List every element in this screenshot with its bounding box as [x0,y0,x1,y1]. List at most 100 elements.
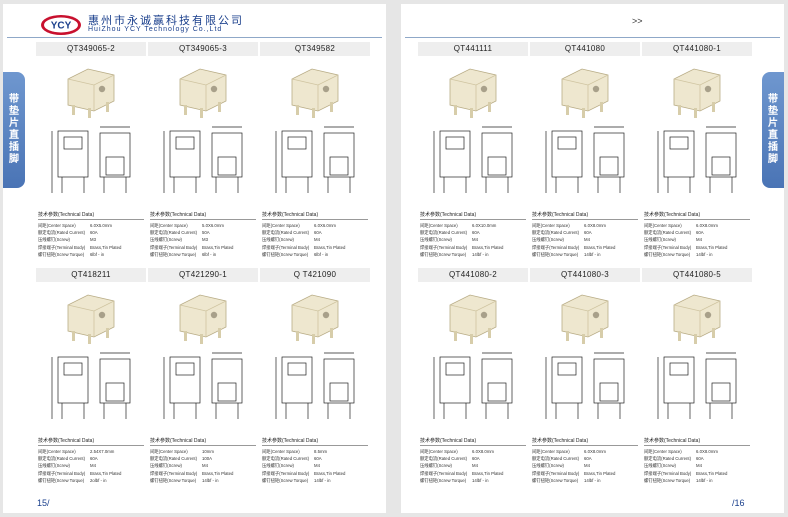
spec-label: 额定电流(Rated Current) [262,230,310,236]
spec-value: 6.0X10.0mm [472,223,497,228]
spec-label: 额定电流(Rated Current) [644,456,692,462]
spec-row: 额定电流(Rated Current)60A [38,229,144,236]
spec-row: 焊接端子(Terminal Body)Brass,Tin Plated [532,244,638,251]
product-title: QT441080-1 [642,42,752,56]
spec-value: 6.0X8.0mm [584,449,606,454]
spec-table: 技术参数(Technical Data)间距(Center Space)6.0X… [262,211,368,258]
spec-label: 压线螺钉(Screw) [150,237,182,243]
terminal-photo-icon [449,68,497,118]
spec-label: 压线螺钉(Screw) [262,237,294,243]
spec-value: 60A [696,456,704,462]
spec-row: 压线螺钉(Screw)M3 [38,236,144,243]
side-tab-char: 脚 [9,154,19,165]
side-tab-char: 片 [9,118,19,129]
spec-value: M4 [696,463,702,469]
product-title: QT418211 [36,268,146,282]
spec-label: 螺钉扭矩(Screw Torque) [532,477,579,483]
spec-title: 技术参数(Technical Data) [38,437,144,446]
spec-value: 2.54X7.0mm [90,449,115,454]
terminal-photo-icon [179,68,227,118]
spec-value: 6.0X8.0mm [472,449,494,454]
spec-label: 压线螺钉(Screw) [420,237,452,243]
spec-row: 压线螺钉(Screw)M4 [644,236,750,243]
terminal-photo-icon [561,294,609,344]
spec-title: 技术参数(Technical Data) [420,211,526,220]
spec-label: 焊接端子(Terminal Body) [38,470,86,476]
side-tab-char: 直 [9,130,19,141]
spec-row: 压线螺钉(Screw)M4 [420,236,526,243]
spec-label: 焊接端子(Terminal Body) [38,244,86,250]
spec-label: 螺钉扭矩(Screw Torque) [420,251,467,257]
spec-row: 间距(Center Space)6.0X8.0mm [532,222,638,229]
spec-label: 额定电流(Rated Current) [38,456,86,462]
spec-value: M4 [90,463,96,469]
spec-title: 技术参数(Technical Data) [644,437,750,446]
spec-title: 技术参数(Technical Data) [532,437,638,446]
spec-label: 焊接端子(Terminal Body) [262,470,310,476]
terminal-photo-icon [673,68,721,118]
terminal-drawing-icon [163,352,243,419]
spec-label: 压线螺钉(Screw) [262,463,294,469]
spec-label: 额定电流(Rated Current) [532,230,580,236]
spec-table: 技术参数(Technical Data) 间距(Center Space) 6.0X… [420,211,526,258]
spec-table: 技术参数(Technical Data)间距(Center Space)8.5m… [262,437,368,484]
spec-label: 间距(Center Space) [262,223,300,228]
spec-value: 14lbf - in [472,477,489,483]
spec-value: Brass,Tin Plated [202,470,234,476]
spec-value: 60A [696,230,704,236]
spec-row: 焊接端子(Terminal Body)Brass,Tin Plated [150,244,256,251]
side-tab-char: 脚 [768,154,778,165]
spec-label: 螺钉扭矩(Screw Torque) [644,477,691,483]
spec-title: 技术参数(Technical Data) [150,211,256,220]
terminal-photo-icon [291,294,339,344]
spec-value: 60A [472,230,480,236]
spec-value: M4 [584,237,590,243]
spec-label: 间距(Center Space) [150,449,188,454]
spec-value: 8.5mm [314,449,328,454]
spec-value: M4 [584,463,590,469]
spec-row: 螺钉扭矩(Screw Torque)14lbf - in [532,477,638,484]
spec-value: M4 [314,463,320,469]
terminal-photo-icon [67,294,115,344]
company-name-cn: 惠州市永诚赢科技有限公司 [88,14,244,27]
spec-label: 焊接端子(Terminal Body) [644,244,692,250]
terminal-photo-icon [449,294,497,344]
spec-value: 60A [90,456,98,462]
spec-value: M3 [90,237,96,243]
spec-row: 压线螺钉(Screw)M4 [38,462,144,469]
spec-row: 焊接端子(Terminal Body)Brass,Tin Plated [150,470,256,477]
side-tab-char: 垫 [9,106,19,117]
spec-value: 14lbf - in [696,477,713,483]
spec-row: 额定电流(Rated Current)50A [150,229,256,236]
spec-label: 额定电流(Rated Current) [420,230,468,236]
spec-row: 压线螺钉(Screw)M4 [420,462,526,469]
spec-label: 螺钉扭矩(Screw Torque) [532,251,579,257]
spec-label: 间距(Center Space) [420,449,458,454]
spec-value: 60A [584,230,592,236]
spec-row: 螺钉扭矩(Screw Torque)6lbf - in [262,251,368,258]
header-rule [7,37,382,38]
page-number-left: 15/ [37,498,50,508]
page-number-right: /16 [732,498,745,508]
spec-label: 间距(Center Space) [420,223,458,228]
product-title: QT421290-1 [148,268,258,282]
spec-value: M4 [202,463,208,469]
terminal-photo-icon [179,294,227,344]
terminal-photo-icon [561,68,609,118]
terminal-drawing-icon [657,126,737,193]
spec-label: 螺钉扭矩(Screw Torque) [420,477,467,483]
spec-row: 间距(Center Space)6.0X5.0mm [38,222,144,229]
spec-row: 压线螺钉(Screw)M4 [150,462,256,469]
spec-label: 间距(Center Space) [644,223,682,228]
spec-label: 额定电流(Rated Current) [644,230,692,236]
spec-table: 技术参数(Technical Data)间距(Center Space)6.0X… [532,211,638,258]
product-title: QT441111 [418,42,528,56]
spec-row: 额定电流(Rated Current) 60A [644,455,750,462]
spec-value: 60A [314,230,322,236]
spec-value: 14lbf - in [472,251,489,257]
